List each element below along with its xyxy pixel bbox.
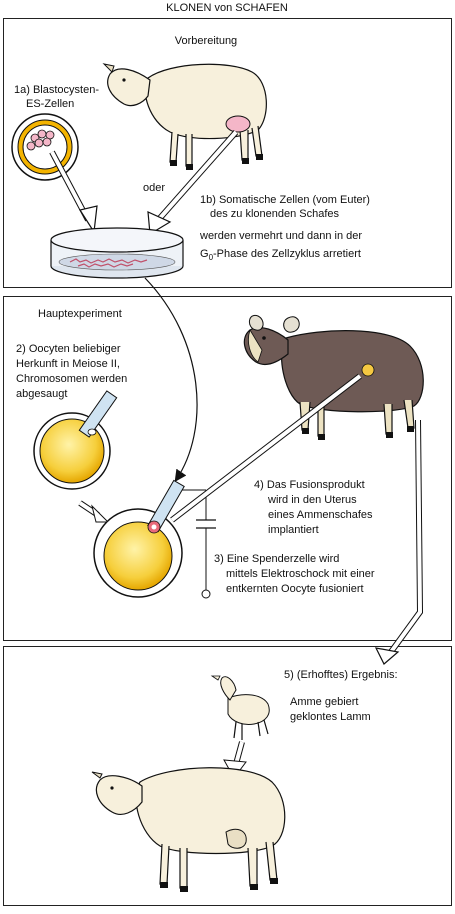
label-2-line2: Herkunft in Meiose II, bbox=[16, 358, 120, 370]
label-3-line1: 3) Eine Spenderzelle wird bbox=[214, 553, 339, 565]
arrow-dish-to-pipette bbox=[144, 277, 198, 482]
label-1a-line2: ES-Zellen bbox=[26, 98, 74, 110]
header-hauptexperiment: Hauptexperiment bbox=[38, 308, 122, 320]
surrogate-sheep-icon bbox=[243, 314, 424, 440]
label-3-line3: entkernten Oocyte fusioniert bbox=[226, 583, 364, 595]
blastocyst-cell-icon bbox=[11, 113, 79, 181]
panel-main-experiment bbox=[3, 296, 452, 641]
label-result-line2: geklontes Lamm bbox=[290, 711, 371, 723]
label-4-line3: eines Ammenschafes bbox=[268, 509, 373, 521]
label-4-line2: wird in den Uterus bbox=[267, 494, 357, 506]
label-2-line1: 2) Oocyten beliebiger bbox=[16, 343, 121, 355]
arrow-blastocyst-to-dish bbox=[49, 150, 98, 234]
arrow-oocyte-to-fusion bbox=[78, 500, 110, 523]
label-1b-line1: 1b) Somatische Zellen (vom Euter) bbox=[200, 194, 370, 206]
label-2-line3: Chromosomen werden bbox=[16, 373, 127, 385]
header-vorbereitung: Vorbereitung bbox=[175, 35, 237, 47]
label-note-line2: G0-Phase des Zellzyklus arretiert bbox=[200, 248, 361, 262]
label-note-line1: werden vermehrt und dann in der bbox=[199, 230, 362, 242]
oocyte-enucleation-icon bbox=[33, 390, 118, 490]
panel-result bbox=[3, 646, 452, 906]
label-result-line1: Amme gebiert bbox=[290, 696, 358, 708]
diagram-title: KLONEN von SCHAFEN bbox=[166, 2, 288, 14]
label-1a-line1: 1a) Blastocysten- bbox=[14, 84, 99, 96]
label-5-result: 5) (Erhofftes) Ergebnis: bbox=[284, 669, 398, 681]
arrow-surrogate-to-result bbox=[374, 419, 424, 665]
electroshock-circuit-icon bbox=[182, 489, 216, 599]
label-2-line4: abgesaugt bbox=[16, 388, 67, 400]
fusion-oocyte-icon bbox=[93, 479, 185, 598]
arrow-udder-to-dish bbox=[147, 130, 239, 236]
label-1b-line2: des zu klonenden Schafes bbox=[210, 208, 340, 220]
petri-dish-icon bbox=[50, 227, 184, 279]
label-3-line2: mittels Elektroschock mit einer bbox=[226, 568, 375, 580]
label-4-line4: implantiert bbox=[268, 524, 319, 536]
donor-sheep-icon bbox=[102, 63, 267, 170]
cloned-sheep-icon bbox=[91, 767, 286, 892]
label-oder: oder bbox=[143, 182, 165, 194]
panel-preparation bbox=[3, 18, 452, 288]
lamb-icon bbox=[210, 675, 270, 740]
label-4-line1: 4) Das Fusionsprodukt bbox=[254, 479, 365, 491]
arrow-fusion-to-surrogate bbox=[170, 373, 362, 523]
